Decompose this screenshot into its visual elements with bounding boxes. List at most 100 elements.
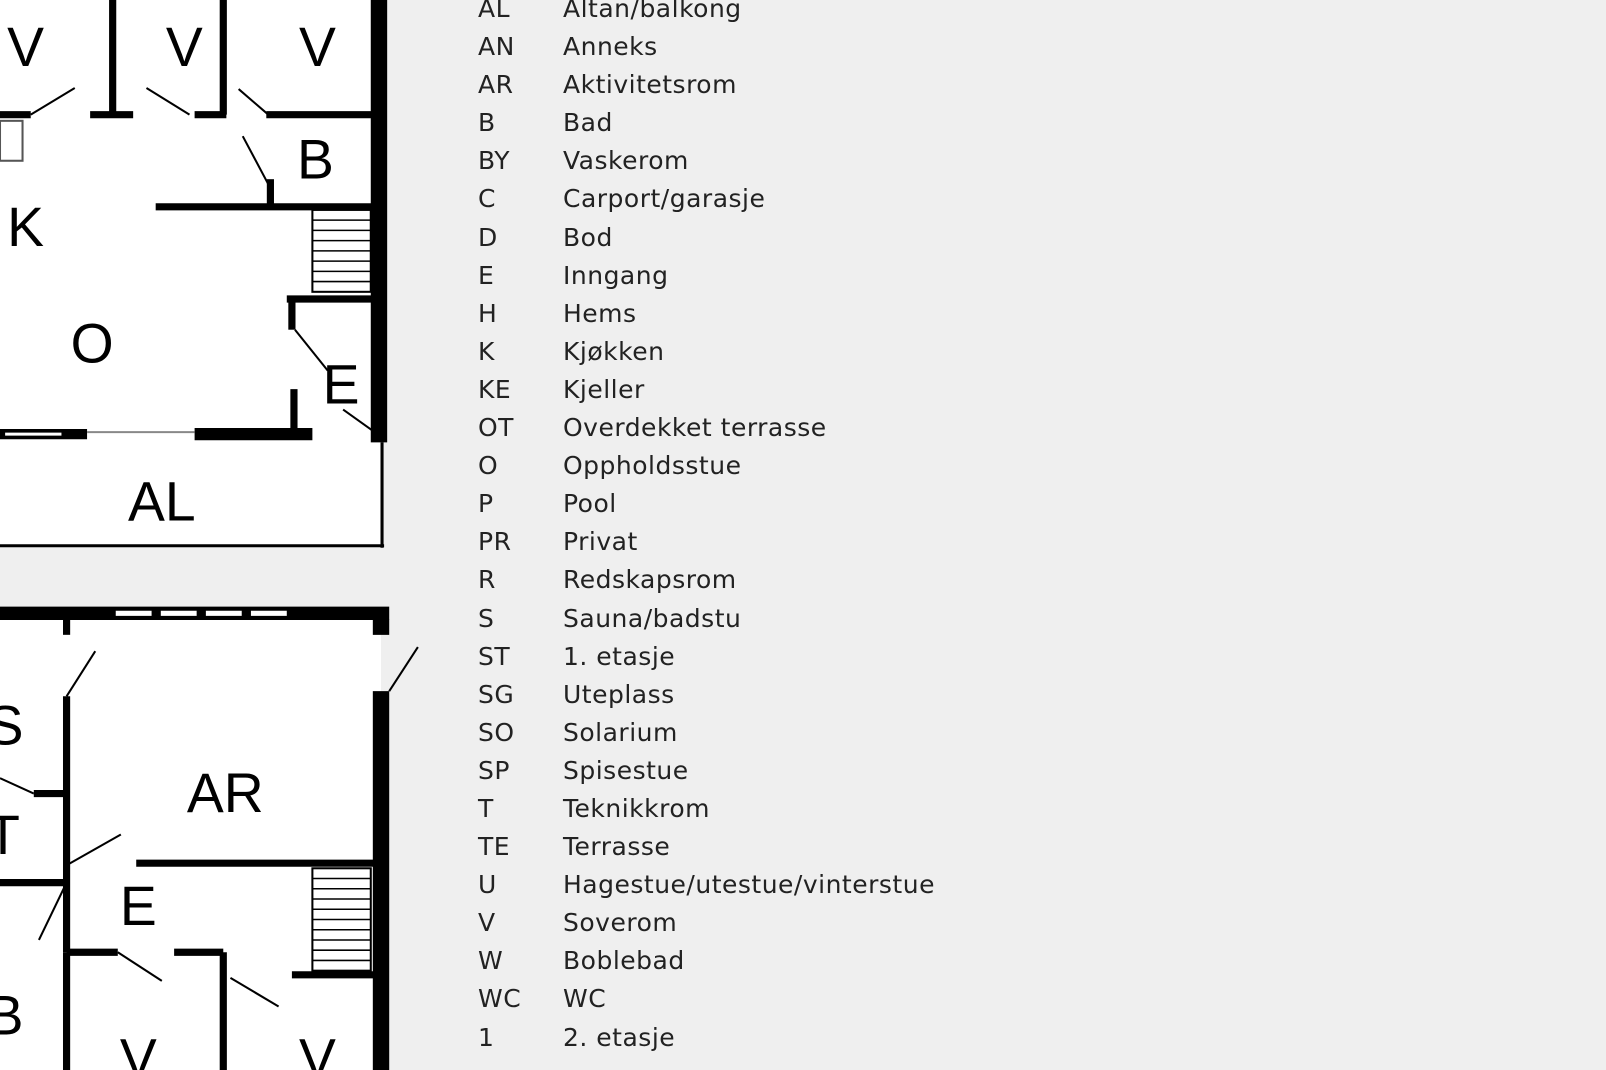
svg-text:V: V — [299, 16, 336, 78]
legend-row: B Bad — [478, 104, 935, 142]
svg-text:V: V — [166, 16, 203, 78]
legend-row: KE Kjeller — [478, 371, 935, 409]
legend-row: PR Privat — [478, 523, 935, 561]
legend-label: Altan/balkong — [563, 0, 742, 23]
legend-label: Redskapsrom — [563, 565, 737, 595]
legend-label: Sauna/badstu — [563, 603, 742, 633]
legend-row: WC WC — [478, 980, 935, 1018]
legend-code: SO — [478, 717, 515, 747]
legend-row: W Boblebad — [478, 942, 935, 980]
legend-row: TE Terrasse — [478, 828, 935, 866]
legend-label: Privat — [563, 527, 638, 557]
legend-code: TE — [478, 832, 511, 862]
legend-row: C Carport/garasje — [478, 180, 935, 218]
svg-text:S: S — [0, 695, 24, 757]
legend-row: R Redskapsrom — [478, 561, 935, 599]
legend-row: T Teknikkrom — [478, 790, 935, 828]
legend-label: Pool — [563, 489, 617, 519]
legend-code: U — [478, 870, 497, 900]
legend-code: B — [478, 108, 496, 138]
svg-text:O: O — [71, 313, 114, 375]
svg-text:B: B — [297, 128, 334, 190]
legend-row: SO Solarium — [478, 714, 935, 752]
legend-label: Inngang — [563, 260, 669, 290]
upper-floor-plan — [0, 0, 388, 548]
legend-code: O — [478, 451, 499, 481]
legend-label: 1. etasje — [563, 641, 676, 671]
legend-label: Solarium — [563, 717, 678, 747]
legend-row: K Kjøkken — [478, 333, 935, 371]
legend-label: Oppholdsstue — [563, 451, 742, 481]
legend-row: AR Aktivitetsrom — [478, 66, 935, 104]
legend-code: 1 — [478, 1022, 495, 1052]
legend-code: V — [478, 908, 496, 938]
legend-row: D Bod — [478, 219, 935, 257]
legend-row: P Pool — [478, 485, 935, 523]
legend-code: D — [478, 222, 498, 252]
legend-label: Uteplass — [563, 679, 675, 709]
svg-text:AR: AR — [187, 762, 264, 824]
legend-code: OT — [478, 413, 514, 443]
legend-code: T — [478, 793, 494, 823]
svg-text:V: V — [7, 16, 44, 78]
legend-label: Soverom — [563, 908, 678, 938]
legend-code: P — [478, 489, 494, 519]
svg-text:V: V — [299, 1027, 336, 1070]
legend-label: Hems — [563, 298, 637, 328]
legend-label: Bad — [563, 108, 613, 138]
legend-code: SP — [478, 755, 510, 785]
legend-label: Boblebad — [563, 946, 685, 976]
legend-code: R — [478, 565, 496, 595]
svg-text:K: K — [7, 196, 44, 258]
legend-code: AN — [478, 32, 515, 62]
legend-row: BY Vaskerom — [478, 142, 935, 180]
legend-code: KE — [478, 374, 512, 404]
legend-label: Aktivitetsrom — [563, 70, 737, 100]
legend-label: Terrasse — [563, 832, 671, 862]
legend-row: V Soverom — [478, 904, 935, 942]
legend-code: S — [478, 603, 495, 633]
legend-label: Kjeller — [563, 374, 645, 404]
legend-code: WC — [478, 984, 522, 1014]
legend-code: E — [478, 260, 495, 290]
upper-room-labels: V V V B K O E AL — [7, 16, 359, 533]
legend-row: SP Spisestue — [478, 752, 935, 790]
svg-text:T: T — [0, 804, 20, 866]
legend-code: ST — [478, 641, 511, 671]
svg-text:B: B — [0, 984, 24, 1046]
legend-label: Vaskerom — [563, 146, 689, 176]
legend-label: Teknikkrom — [563, 793, 711, 823]
legend-label: WC — [563, 984, 607, 1014]
svg-text:AL: AL — [128, 470, 196, 532]
legend-code: PR — [478, 527, 512, 557]
legend-row: U Hagestue/utestue/vinterstue — [478, 866, 935, 904]
legend-label: Bod — [563, 222, 613, 252]
legend-code: AR — [478, 70, 514, 100]
legend-code: AL — [478, 0, 511, 23]
legend-code: SG — [478, 679, 515, 709]
legend-row: SG Uteplass — [478, 676, 935, 714]
legend-row: E Inngang — [478, 257, 935, 295]
legend-label: Kjøkken — [563, 336, 665, 366]
lower-room-labels: S T AR E B V V — [0, 695, 336, 1070]
legend-code: BY — [478, 146, 511, 176]
legend-row: ST 1. etasje — [478, 638, 935, 676]
legend-code: H — [478, 298, 498, 328]
legend-row: S Sauna/badstu — [478, 600, 935, 638]
legend-code: W — [478, 946, 504, 976]
legend-label: Carport/garasje — [563, 184, 766, 214]
legend-row: O Oppholdsstue — [478, 447, 935, 485]
svg-text:E: E — [323, 354, 360, 416]
legend-code: K — [478, 336, 495, 366]
legend-row: AN Anneks — [478, 28, 935, 66]
lower-floor-plan — [0, 606, 419, 1070]
legend-label: Anneks — [563, 32, 658, 62]
legend-row: H Hems — [478, 295, 935, 333]
legend-label: Spisestue — [563, 755, 689, 785]
legend-code: C — [478, 184, 496, 214]
legend-label: Hagestue/utestue/vinterstue — [563, 870, 935, 900]
svg-text:E: E — [120, 875, 157, 937]
